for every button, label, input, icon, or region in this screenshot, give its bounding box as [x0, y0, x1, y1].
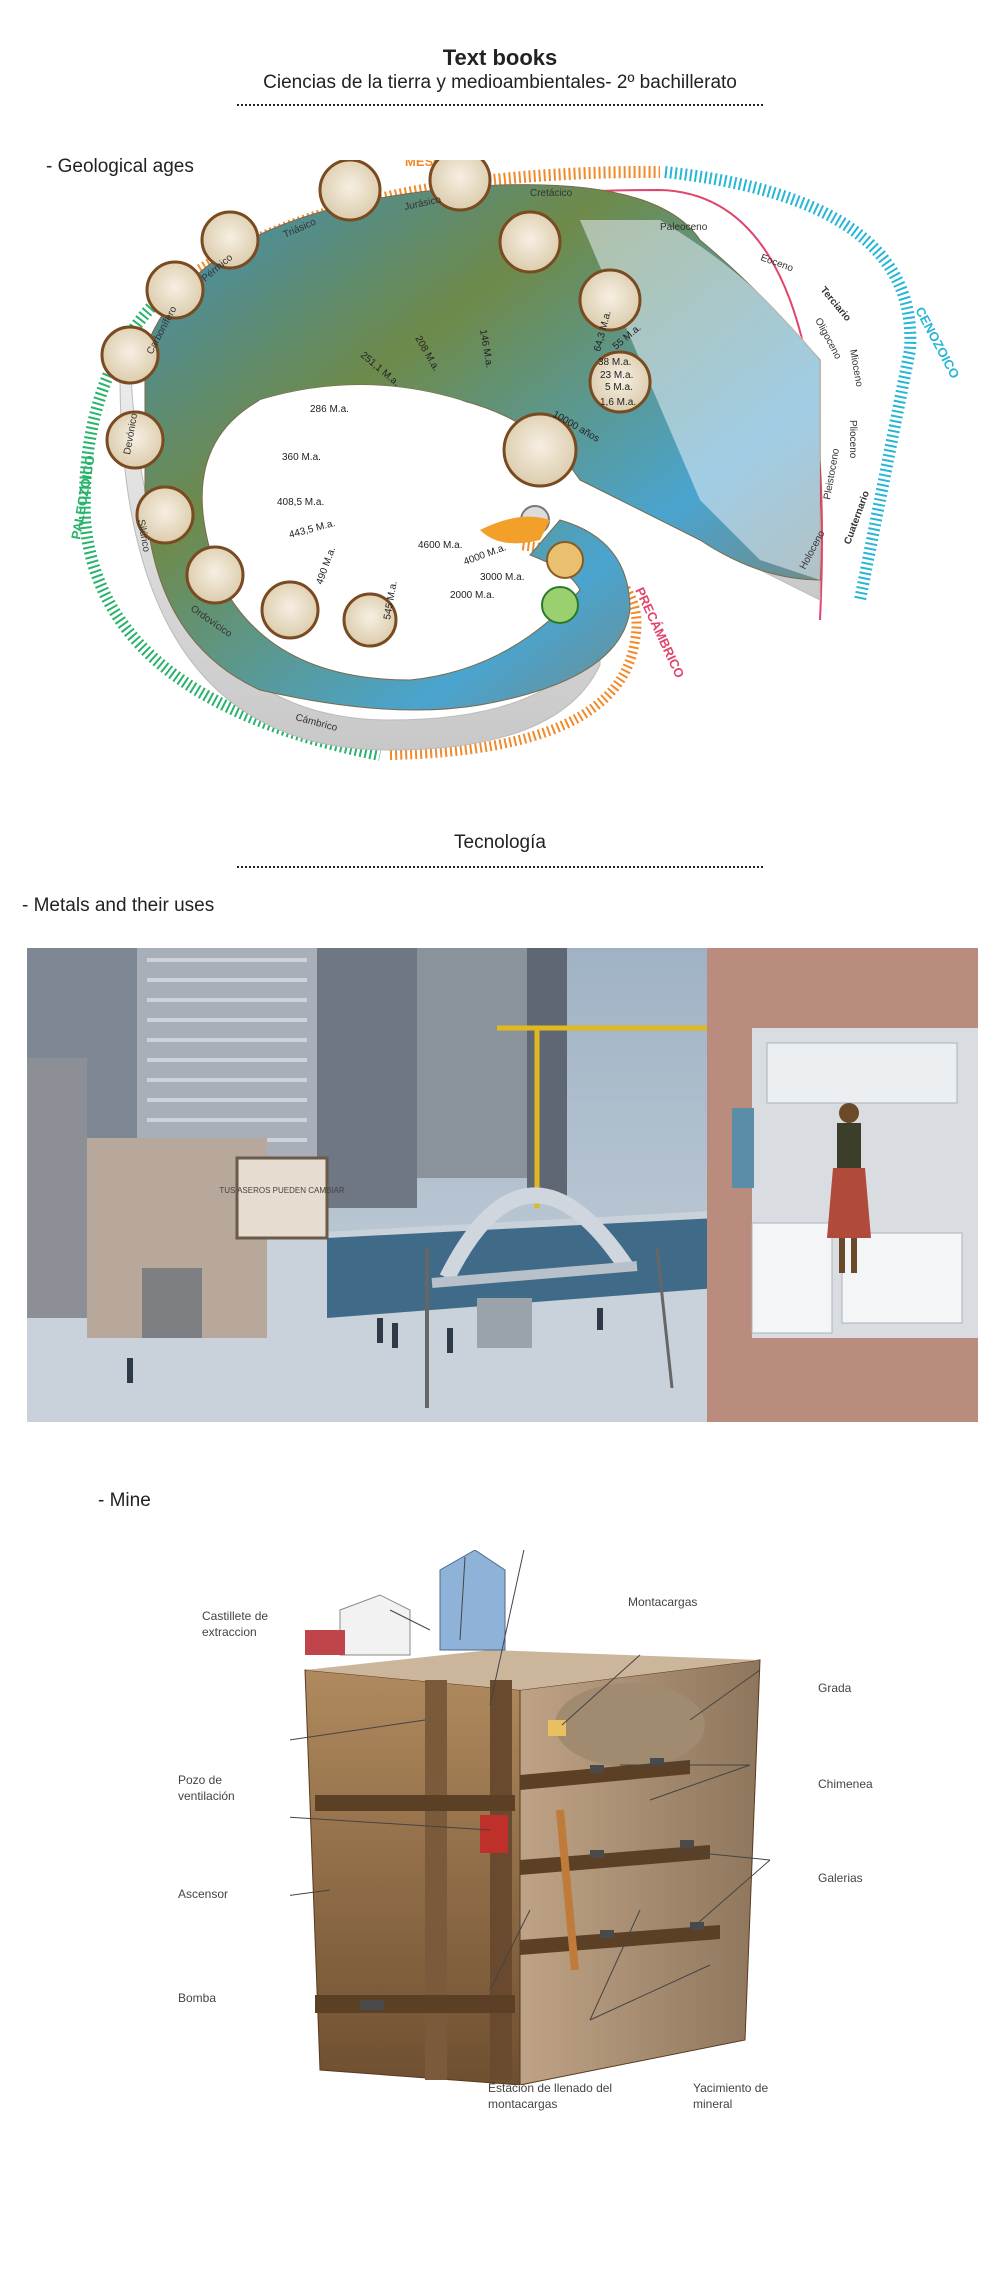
fern-tree-coin: [100, 325, 160, 385]
ventilation-shaft: [425, 1680, 447, 2080]
period-plioceno: Plioceno: [847, 420, 858, 459]
hoist-cage: [548, 1720, 566, 1736]
mine-block-top: [305, 1650, 760, 1690]
gallery-1: [520, 1760, 690, 1790]
sauropod-coin: [318, 160, 382, 222]
theropod-coin: [200, 210, 260, 270]
paleozoico-arc: [78, 275, 382, 761]
tecnologia-heading: Tecnología: [454, 832, 546, 853]
label-grada: Grada: [818, 1681, 852, 1695]
geological-ages-label: - Geological ages: [46, 156, 194, 177]
left-gallery: [315, 1795, 515, 1811]
stromatolite-coin: [546, 541, 584, 579]
age-4600: 4600 M.a.: [418, 540, 462, 551]
conveyor: [556, 1809, 579, 1971]
fish-coin: [105, 410, 165, 470]
cenozoico-panel: [580, 220, 820, 580]
main-shaft: [490, 1680, 512, 2080]
label-castillete: Castillete de extraccion: [202, 1609, 269, 1639]
label-ascensor: Ascensor: [178, 1887, 229, 1901]
headframe-house: [339, 1594, 411, 1656]
tecnologia-divider: [237, 866, 763, 868]
grada-chamber: [555, 1683, 705, 1767]
label-pozo: Pozo de ventilación: [178, 1773, 235, 1803]
label-montacargas: Montacargas: [628, 1595, 698, 1609]
period-cretacico: Cretácico: [530, 188, 573, 199]
label-galerias: Galerias: [818, 1871, 863, 1885]
whale-coin: [578, 268, 642, 332]
mine-block-front: [304, 1669, 521, 2085]
label-chimenea: Chimenea: [818, 1777, 873, 1791]
sabertooth-coin: [498, 210, 562, 274]
insect-coin: [135, 485, 195, 545]
period-paleoceno: Paleoceno: [660, 222, 708, 233]
small-shed: [305, 1630, 345, 1655]
cell-coin: [541, 586, 579, 624]
precambrico-arc: [389, 540, 642, 760]
mine-illustration: [290, 1550, 771, 2085]
age-5: 5 M.a.: [605, 382, 633, 393]
headframe-tower: [439, 1550, 506, 1651]
human-coin: [502, 412, 578, 488]
period-mioceno: Mioceno: [847, 349, 864, 389]
dimetrodon-coin: [145, 260, 205, 320]
ammonite-coin: [185, 545, 245, 605]
era-paleozoico: PALEOZOICO: [68, 454, 98, 540]
title-divider: [237, 104, 763, 106]
ring-hole: [230, 385, 570, 600]
page-subtitle: Ciencias de la tierra y medioambientales…: [263, 72, 737, 93]
age-408: 408,5 M.a.: [277, 497, 324, 508]
page-title: Text books: [442, 45, 558, 70]
billboard-text: TUS ASEROS PUEDEN CAMBIAR: [219, 1186, 345, 1195]
lava-flow: [480, 516, 550, 544]
age-3000: 3000 M.a.: [480, 572, 524, 583]
period-pleistoceno: Pleistoceno: [822, 447, 842, 500]
metals-label: - Metals and their uses: [22, 895, 215, 916]
era-cenozoico: CENOZOICO: [912, 304, 960, 381]
metals-city-illustration: TUS ASEROS PUEDEN CAMBIAR: [27, 948, 978, 1422]
age-23: 23 M.a.: [600, 370, 633, 381]
period-oligoceno: Oligoceno: [812, 316, 843, 361]
age-38: 38 M.a.: [598, 357, 631, 368]
age-2000: 2000 M.a.: [450, 590, 494, 601]
age-545: 545 M.a.: [382, 580, 400, 620]
mammoth-coin: [588, 350, 652, 414]
age-4000: 4000 M.a.: [462, 542, 508, 568]
label-yacimiento: Yacimiento de mineral: [693, 2081, 769, 2111]
cenozoico-arc: [664, 166, 917, 602]
age-16: 1,6 M.a.: [600, 397, 636, 408]
bottom-gallery: [315, 1995, 515, 2013]
age-360: 360 M.a.: [282, 452, 321, 463]
geological-ages-diagram: MESOZOICO CENOZOICO PALEOZOICO PRECÁMBRI…: [68, 160, 960, 761]
label-estacion: Estación de llenado del montacargas: [488, 2081, 613, 2111]
label-bomba: Bomba: [178, 1991, 217, 2005]
dinosaur-coin: [428, 160, 492, 212]
age-286: 286 M.a.: [310, 404, 349, 415]
fossil-coins: [100, 160, 652, 648]
trilobite-coin: [260, 580, 320, 640]
coral-coin: [342, 592, 398, 648]
billboard: [235, 1156, 329, 1240]
mine-label: - Mine: [98, 1490, 151, 1511]
elevator-cage: [480, 1815, 508, 1853]
